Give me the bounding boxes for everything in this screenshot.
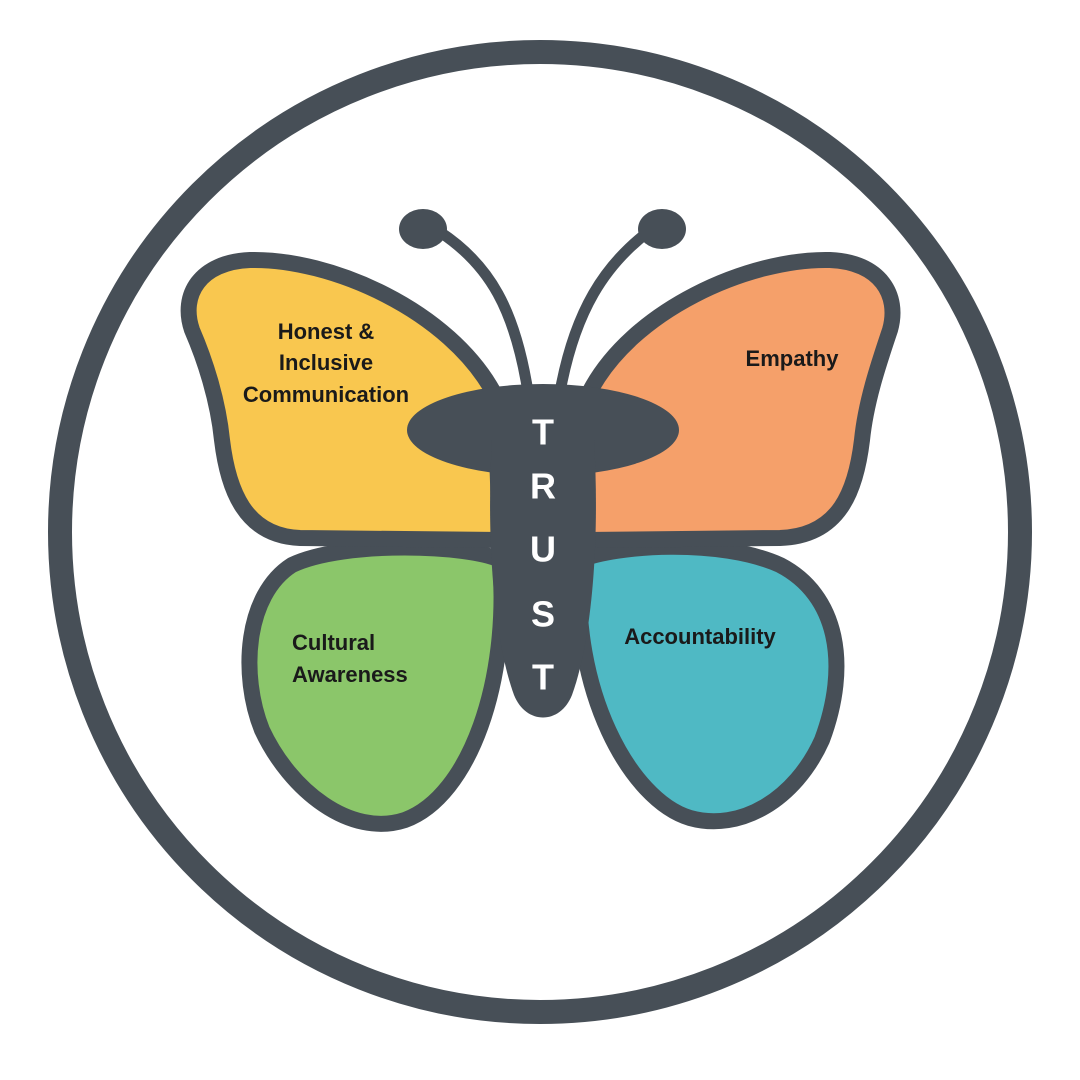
- label-line: Communication: [243, 382, 409, 407]
- wing-upper-left: [180, 251, 508, 548]
- butterfly-body: [490, 440, 596, 718]
- right-antenna-tip: [638, 209, 686, 249]
- trust-letter: T: [532, 412, 554, 453]
- label-upper-right: Empathy: [746, 346, 840, 371]
- wing-lower-left: [241, 539, 510, 832]
- left-antenna: [434, 226, 534, 398]
- trust-letter: T: [532, 657, 554, 698]
- label-lower-right: Accountability: [624, 624, 776, 649]
- trust-letter: R: [530, 466, 556, 507]
- label-line: Awareness: [292, 662, 408, 687]
- label-upper-left: Honest & Inclusive Communication: [243, 319, 409, 407]
- label-line: Honest &: [278, 319, 375, 344]
- butterfly-head: [407, 384, 679, 476]
- trust-letter: S: [531, 594, 555, 635]
- right-antenna: [554, 226, 654, 398]
- label-line: Accountability: [624, 624, 776, 649]
- label-line: Cultural: [292, 630, 375, 655]
- outer-ring: [48, 40, 1032, 1024]
- label-line: Inclusive: [279, 350, 373, 375]
- trust-letter: U: [530, 529, 556, 570]
- label-line: Empathy: [746, 346, 840, 371]
- wing-lower-right: [570, 538, 845, 830]
- left-antenna-tip: [399, 209, 447, 249]
- wing-upper-right: [577, 251, 901, 548]
- label-lower-left: Cultural Awareness: [292, 630, 408, 687]
